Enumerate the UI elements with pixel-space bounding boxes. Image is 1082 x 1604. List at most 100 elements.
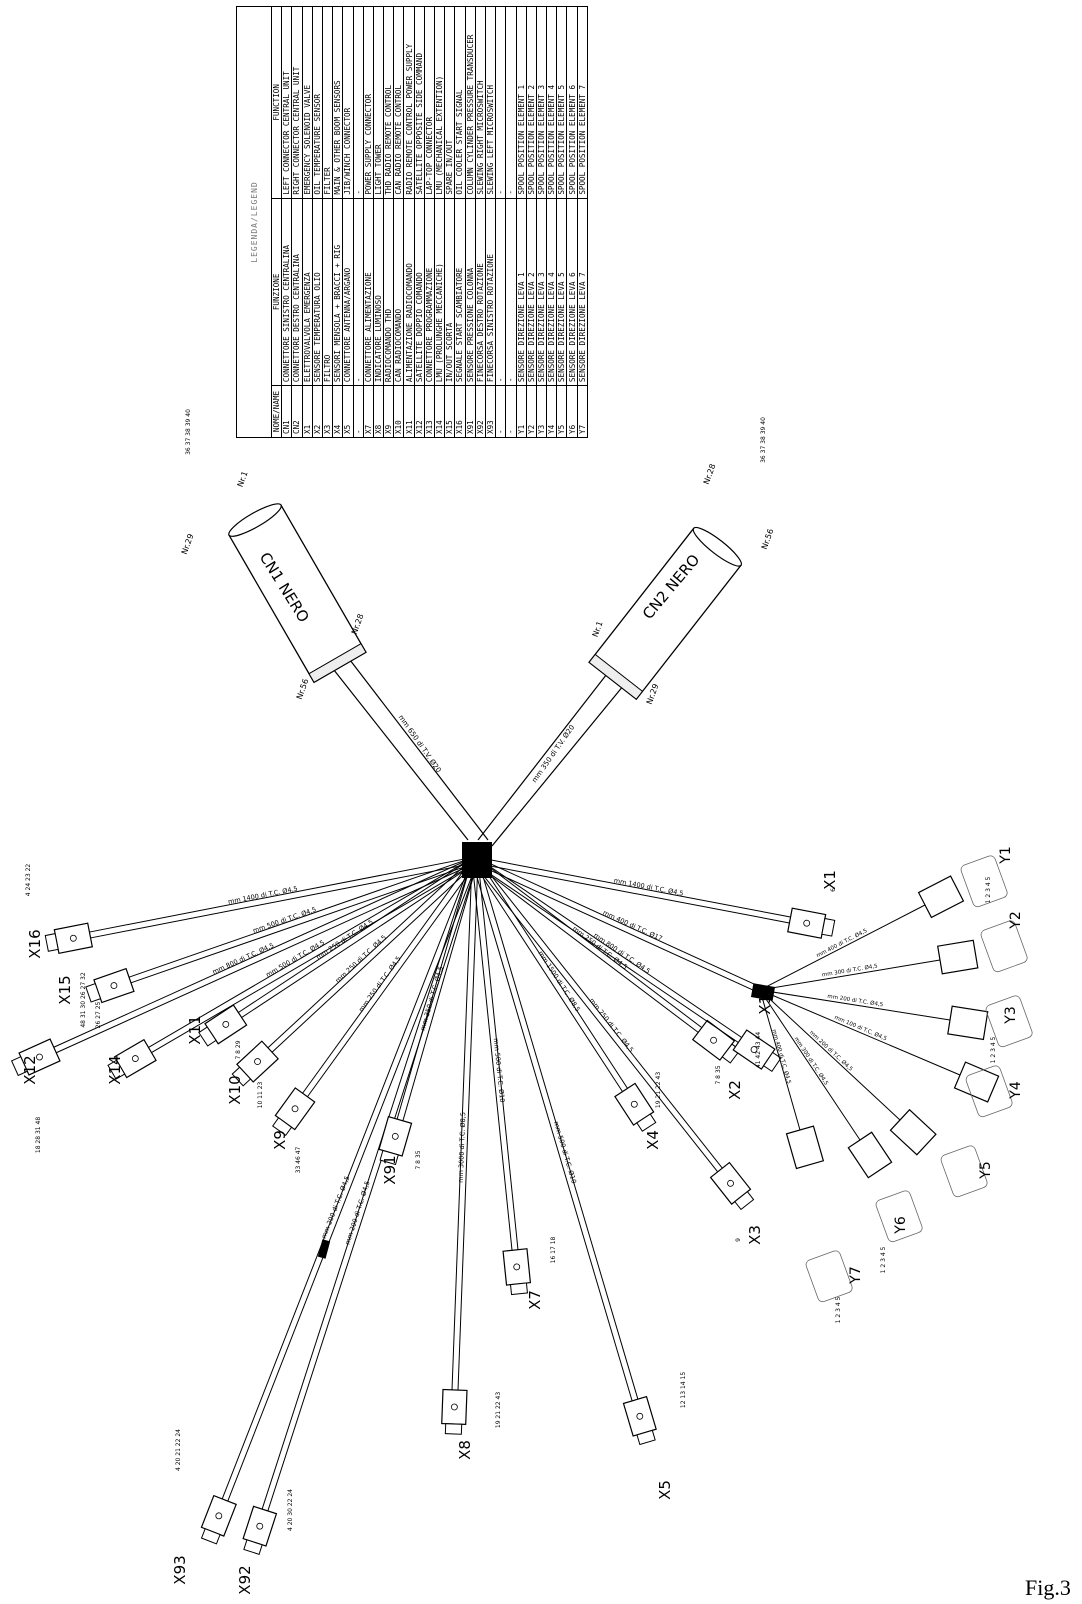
- legend-cell-name: -: [505, 385, 516, 438]
- spool-callout: 1 2 3 4 5: [835, 1296, 842, 1323]
- branch-cable-edge: [473, 862, 759, 994]
- legend-title: LEGENDA/LEGEND: [236, 6, 272, 438]
- branch-cable-edge: [474, 862, 790, 924]
- branch-connector-pin: [750, 1046, 758, 1053]
- spool-id: Y7: [848, 1266, 864, 1284]
- branch-cable-edge: [302, 857, 473, 1094]
- branch-connector-tip: [85, 982, 102, 1003]
- legend-cell-name: CN1: [281, 385, 292, 438]
- branch-callout: 6: [830, 888, 837, 892]
- spool-cable-label: mm 100 di T.C. Ø4,5: [833, 1014, 888, 1043]
- spool-id: Y5: [978, 1161, 994, 1179]
- branch-callout: 4 20 30 22 24: [287, 1489, 294, 1531]
- legend-cell-funzione: CONNETTORE DESTRO CENTRALINA: [291, 198, 303, 386]
- branch-connector-body: [787, 907, 827, 939]
- branch-connector-tip: [107, 1059, 126, 1080]
- legend-cell-funzione: FINECORSA SINISTRO ROTAZIONE: [485, 198, 496, 386]
- branch-connector-pin: [69, 934, 77, 942]
- cn1-connector-collar: [308, 642, 367, 684]
- legend-cell-function: COLUMN CYLINDER PRESSURE TRANSDUCER: [465, 6, 476, 199]
- legend-cell-function: RADIO REMOTE CONTROL POWER SUPPLY: [403, 6, 415, 199]
- legend-cell-function: LIGHT TOWER: [373, 6, 384, 199]
- spool-id: Y3: [1003, 1006, 1019, 1024]
- branch-connector-tip: [734, 1191, 755, 1211]
- legend-cell-function: LAP-TOP CONNECTOR: [424, 6, 435, 199]
- legend-cell-name: X1: [302, 385, 313, 438]
- cn2-cable-label: mm 350 di T.V. Ø20: [530, 724, 576, 785]
- branch-connector-pin: [110, 982, 118, 989]
- branch-connector-tip: [44, 933, 59, 952]
- branch-cable-edge: [130, 862, 477, 984]
- legend-cell-function: SPOOL POSITION ELEMENT 5: [556, 6, 567, 199]
- branch-connector-tip: [272, 1117, 293, 1137]
- branch-connector-pin: [630, 1100, 638, 1108]
- legend-cell-name: X4: [332, 385, 343, 438]
- branch-connector-tip: [821, 917, 836, 937]
- legend-cell-funzione: -: [495, 198, 506, 386]
- legend-cell-funzione: SENSORE DIREZIONE LEVA 5: [556, 198, 567, 386]
- legend-cell-function: EMERGENCY SOLENOID VALVE: [302, 6, 313, 199]
- spool-cable-label: mm 200 di T.C. Ø4,5: [827, 993, 884, 1009]
- branch-cable-label: mm 500 di T.C. Ø4,5: [252, 905, 318, 934]
- cn2-pin-label: Nr.56: [760, 528, 776, 551]
- branch-callout: 33 46 47: [295, 1146, 302, 1173]
- branch-connector-body: [378, 1115, 413, 1157]
- branch-connector-tip: [762, 1051, 782, 1073]
- branch-callout: 10 11 23: [257, 1081, 264, 1108]
- branch-connector-pin: [391, 1132, 399, 1140]
- spool-connector-face: [940, 1145, 988, 1198]
- legend-cell-funzione: SENSORE DIREZIONE LEVA 7: [577, 198, 588, 386]
- cn1-pin-label: Nr.28: [350, 613, 366, 636]
- branch-cable-edge: [477, 858, 628, 1089]
- legend-cell-funzione: SENSORI MENSOLA + BRACCI + RIG: [332, 198, 343, 386]
- legend-cell-funzione: SENSORE DIREZIONE LEVA 1: [516, 198, 527, 386]
- branch-connector-id: X10: [226, 1075, 244, 1104]
- cn1-cable-edge: [329, 664, 469, 841]
- spool-cable: [759, 959, 941, 991]
- cn1-cable-edge: [349, 659, 489, 841]
- legend-cell-name: Y1: [516, 385, 527, 438]
- branch-cable-label: mm 200 di T.C. Ø4,5: [320, 1175, 352, 1240]
- legend-cell-name: X93: [485, 385, 496, 438]
- branch-connector-pin: [450, 1403, 458, 1411]
- branch-cable-edge: [476, 856, 762, 988]
- legend-table-container: LEGENDA/LEGEND NOME/NAME FUNZIONE FUNCTI…: [236, 6, 676, 438]
- branch-connector-pin: [636, 1412, 644, 1420]
- legend-cell-function: SPOOL POSITION ELEMENT 6: [566, 6, 578, 199]
- branch-cable-edge: [271, 861, 478, 1053]
- legend-cell-funzione: SENSORE DIREZIONE LEVA 6: [566, 198, 578, 386]
- branch-connector-tip: [444, 1423, 463, 1435]
- cn2-callout: 36 37 38 39 40: [760, 417, 767, 463]
- branch-cable-edge: [451, 859, 473, 1390]
- spool-connector-body: [937, 939, 979, 975]
- branch-callout: 41 42 43 44: [755, 1032, 762, 1068]
- branch-cable-edge: [396, 859, 473, 1120]
- branch-cable-edge: [457, 860, 479, 1391]
- branch-connector-body: [53, 922, 93, 954]
- legend-cell-funzione: INDICATORE LUMINOSO: [373, 198, 384, 386]
- branch-cable-edge: [476, 857, 703, 1029]
- figure-label: Fig.3: [1025, 1575, 1071, 1600]
- cn1-pin-label: Nr.1: [236, 470, 250, 488]
- branch-connector-id: X11: [186, 1015, 204, 1044]
- branch-cable-edge: [476, 857, 723, 1169]
- legend-cell-funzione: SENSORE PRESSIONE COLONNA: [465, 198, 476, 386]
- branch-connector-id: X92: [236, 1565, 254, 1594]
- branch-callout: 7 8 35: [415, 1150, 422, 1169]
- legend-cell-function: MAIN & OTHER BOOM SENSORS: [332, 6, 343, 199]
- branch-cable-edge: [477, 859, 519, 1250]
